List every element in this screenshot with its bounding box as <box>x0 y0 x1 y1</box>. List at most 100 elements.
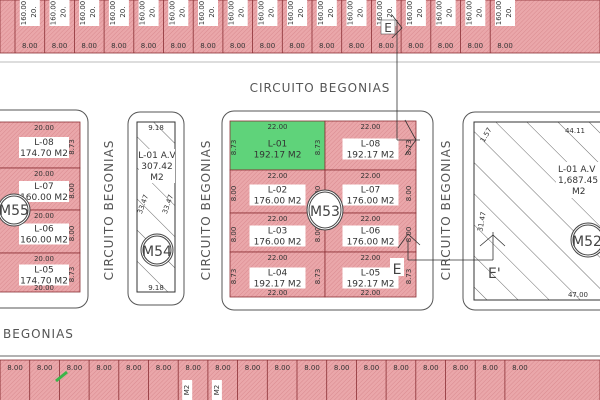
lot-area: 176.00 M2 <box>254 197 302 207</box>
lot-area: 160.00 <box>168 1 176 26</box>
lot-depth: 20. <box>446 6 454 17</box>
bottom-lot[interactable]: 8.00 <box>245 364 261 372</box>
dim-side: 8.00 <box>68 183 76 199</box>
lot-area: 160.00 <box>317 1 325 26</box>
bottom-lot[interactable]: 8.00 <box>512 364 528 372</box>
dim-side-left: 8.73 <box>230 269 238 285</box>
lot-frontage: 8.00 <box>468 42 484 50</box>
lot-area-unit: M2 <box>183 385 191 396</box>
dim-m54-bottom: 9.18 <box>148 284 164 292</box>
lot-area: 160.00 <box>465 1 473 26</box>
dim-side: 8.73 <box>314 269 322 285</box>
dim-top: 22.00 <box>267 123 287 131</box>
bottom-lot[interactable]: 8.00 <box>7 364 23 372</box>
lot-depth: 20. <box>475 6 483 17</box>
bottom-lot[interactable]: 8.00 <box>96 364 112 372</box>
lot-id: L-08 <box>34 138 54 148</box>
lot-area: 160.00 M2 <box>20 193 68 203</box>
bottom-lot[interactable]: 8.00 <box>156 364 172 372</box>
lot-area: 160.00 <box>79 1 87 26</box>
dim-top: 22.00 <box>267 254 287 262</box>
lot-depth: 20. <box>327 6 335 17</box>
dim-top: 20.00 <box>34 124 54 132</box>
bottom-lot[interactable]: 8.00 <box>275 364 291 372</box>
bottom-lot[interactable]: 8.00 <box>334 364 350 372</box>
lot-frontage: 8.00 <box>453 364 469 372</box>
lot-area: 160.00 <box>198 1 206 26</box>
section-marker-middle: E <box>393 262 402 278</box>
dim-m52-top: 44.11 <box>565 127 585 135</box>
lot-frontage: 8.00 <box>275 364 291 372</box>
lot-depth: 20. <box>357 6 365 17</box>
lot-id: L-07 <box>34 182 54 192</box>
bottom-lot[interactable]: 8.00 <box>482 364 498 372</box>
lot-frontage: 8.00 <box>22 42 38 50</box>
bottom-lot[interactable]: 8.00 <box>37 364 53 372</box>
bottom-lot[interactable]: 8.00 <box>393 364 409 372</box>
lot-area: 160.00 <box>257 1 265 26</box>
lot-id: L-04 <box>268 269 288 279</box>
lot-depth: 20. <box>505 6 513 17</box>
lot-frontage: 8.00 <box>67 364 83 372</box>
bottom-lot[interactable]: 8.00 <box>453 364 469 372</box>
dim-top: 20.00 <box>34 255 54 263</box>
dim-side: 8.73 <box>68 139 76 155</box>
selection-mark <box>55 370 68 383</box>
lot-depth: 20. <box>238 6 246 17</box>
bottom-lot[interactable]: 8.00 <box>364 364 380 372</box>
lot-frontage: 8.00 <box>111 42 127 50</box>
lot-frontage: 8.00 <box>126 364 142 372</box>
lot-depth: 20. <box>119 6 127 17</box>
lot-frontage: 8.00 <box>304 364 320 372</box>
block-name-m52: M52 <box>572 234 600 250</box>
bottom-lot[interactable]: 8.00 <box>304 364 320 372</box>
lot-area: 176.00 M2 <box>347 238 395 248</box>
dim-side: 8.73 <box>405 269 413 285</box>
lot-depth: 20. <box>149 6 157 17</box>
lot-area: 174.70 M2 <box>20 149 68 159</box>
dim-top: 22.00 <box>360 254 380 262</box>
lot-frontage: 8.00 <box>156 364 172 372</box>
bottom-lot[interactable]: 8.00 <box>67 364 83 372</box>
lot-area: 192.17 M2 <box>347 280 395 290</box>
dim-top: 20.00 <box>34 212 54 220</box>
dim-top: 22.00 <box>267 215 287 223</box>
lot-id: L-07 <box>361 186 381 196</box>
dim-top: 22.00 <box>360 215 380 223</box>
block-marker-m52 <box>570 222 600 258</box>
block-name-m54: M54 <box>142 244 172 260</box>
bottom-lot[interactable]: 8.00 <box>126 364 142 372</box>
bottom-lot[interactable]: 8.00 <box>423 364 439 372</box>
lot-area: 192.17 M2 <box>347 151 395 161</box>
lot-area: 160.00 <box>495 1 503 26</box>
dim-side: 8.73 <box>314 140 322 156</box>
